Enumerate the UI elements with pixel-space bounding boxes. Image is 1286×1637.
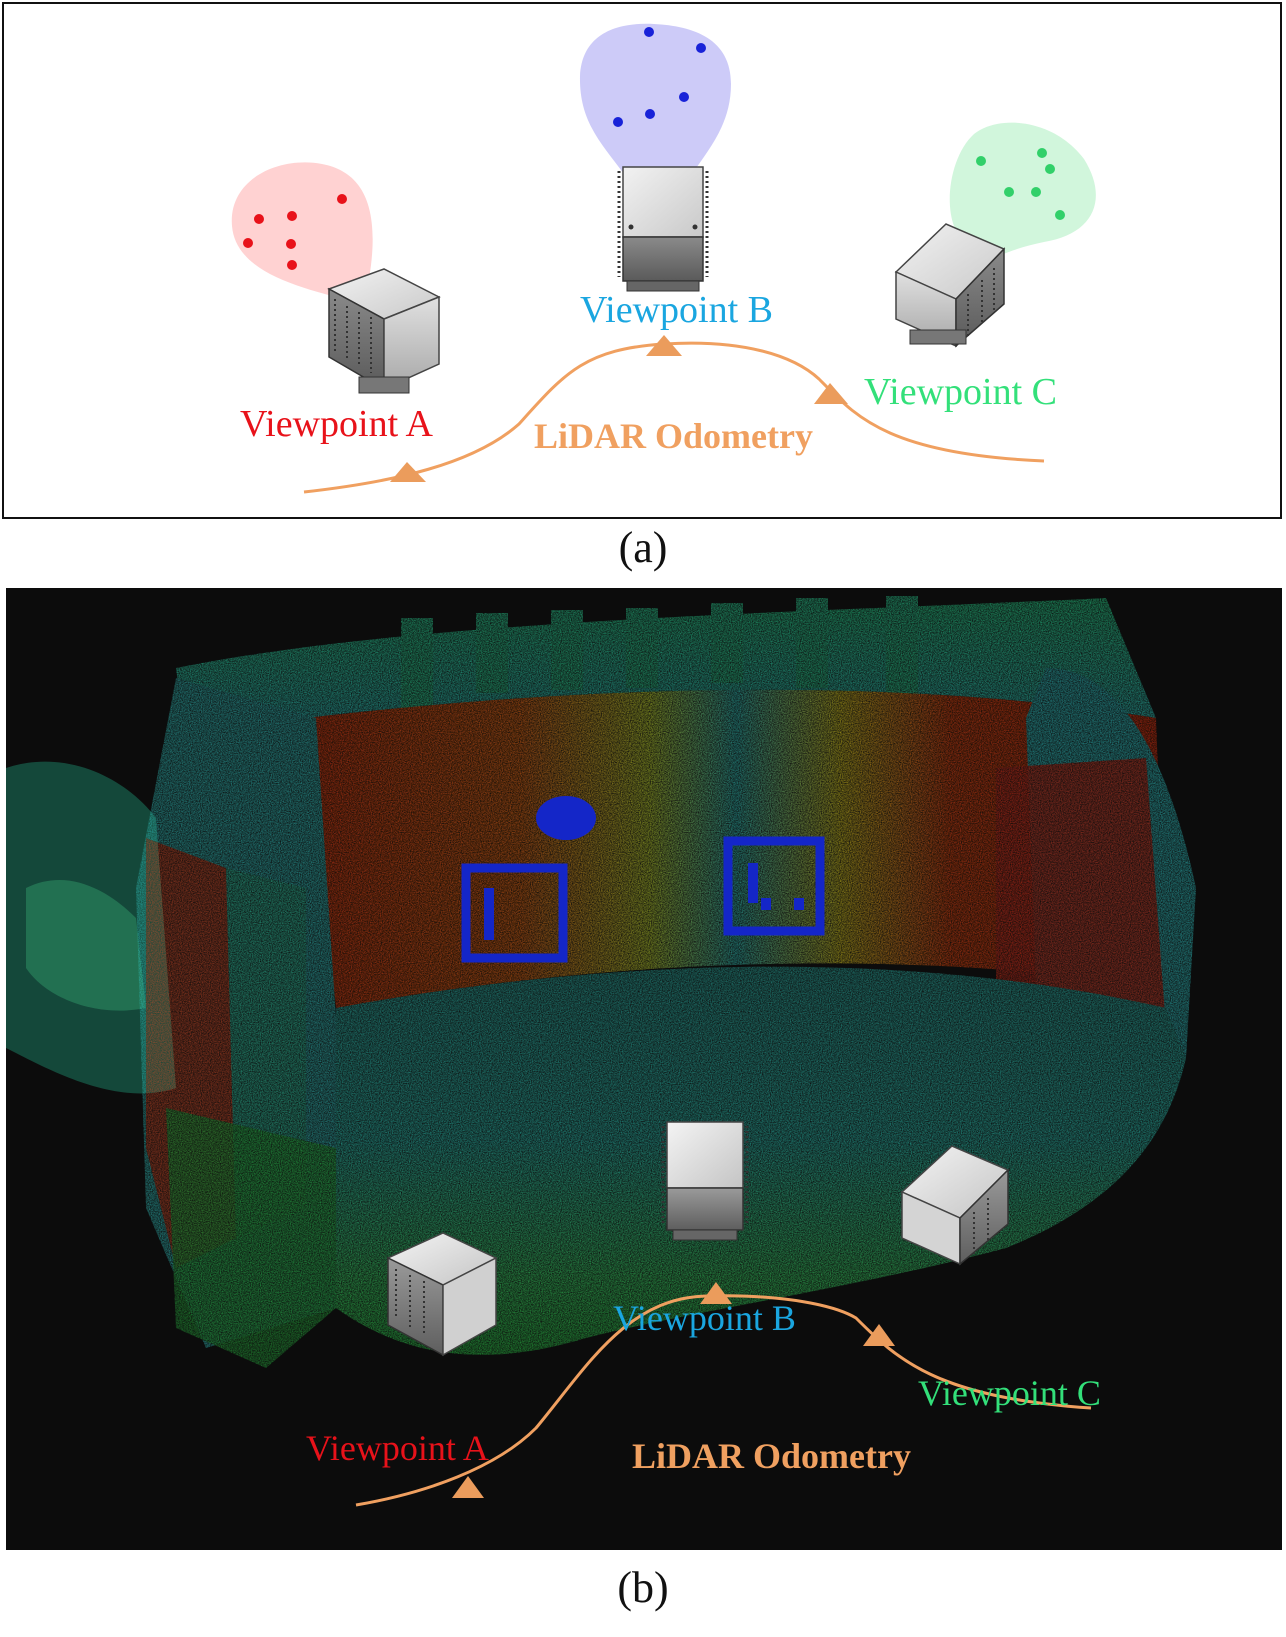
lidar-sensor-icon xyxy=(386,1232,498,1357)
pose-marker-icon xyxy=(700,1282,732,1304)
lidar-sensor-icon xyxy=(894,223,1006,348)
pose-marker-icon xyxy=(863,1324,895,1346)
back-wall-points xyxy=(306,689,1166,1008)
odometry-label: LiDAR Odometry xyxy=(632,1436,911,1476)
field-of-view-icon xyxy=(231,162,373,304)
fiducial-markers xyxy=(461,836,825,963)
viewpoint-b-label: Viewpoint B xyxy=(580,289,773,331)
caption-b: (b) xyxy=(617,1563,669,1612)
pose-marker-icon xyxy=(814,383,848,404)
fiducial-marker-patterns xyxy=(484,796,804,940)
pose-marker-icon xyxy=(390,462,426,482)
viewpoint-b-label: Viewpoint B xyxy=(613,1298,796,1338)
lidar-sensor-icon xyxy=(900,1145,1010,1266)
viewpoint-c-label: Viewpoint C xyxy=(918,1373,1101,1413)
field-of-view-icon xyxy=(949,122,1096,269)
lidar-sensor-icon xyxy=(617,166,709,292)
point-cloud-render: Viewpoint A Viewpoint B Viewpoint C LiDA… xyxy=(6,596,1196,1507)
odometry-label: LiDAR Odometry xyxy=(534,416,813,456)
pose-marker-icon xyxy=(646,335,682,356)
floor-points xyxy=(336,966,1186,1355)
caption-a: (a) xyxy=(618,523,668,572)
field-of-view-icon xyxy=(579,23,731,174)
point-cloud-panel: Viewpoint A Viewpoint B Viewpoint C LiDA… xyxy=(6,588,1282,1550)
viewpoint-a-label: Viewpoint A xyxy=(240,403,434,445)
schematic-panel: Viewpoint A Viewpoint B Viewpoint C LiDA… xyxy=(2,2,1282,519)
pose-marker-icon xyxy=(452,1476,484,1498)
lidar-sensor-icon xyxy=(661,1121,749,1241)
point-cloud-clutter xyxy=(6,761,176,1094)
viewpoint-a-label: Viewpoint A xyxy=(306,1428,489,1468)
ceiling-rafters xyxy=(401,596,918,708)
lidar-sensor-icon xyxy=(327,268,441,394)
schematic-diagram: Viewpoint A Viewpoint B Viewpoint C LiDA… xyxy=(231,23,1096,494)
viewpoint-c-label: Viewpoint C xyxy=(864,371,1057,413)
